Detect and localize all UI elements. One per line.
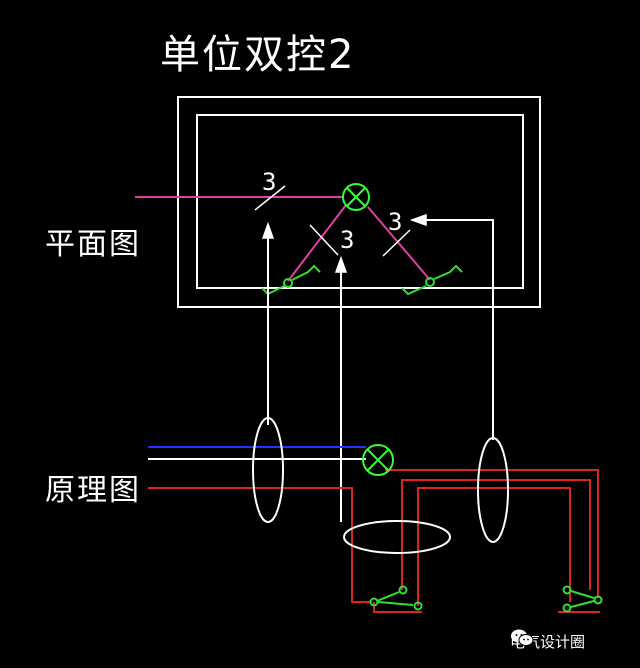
wire-count-3: 3 bbox=[388, 208, 402, 236]
arrow-head-left bbox=[261, 221, 275, 239]
leader-lines bbox=[267, 219, 494, 522]
cable-bundle-left bbox=[252, 417, 284, 523]
tick-mark-2 bbox=[309, 224, 339, 256]
traveller-wire-1 bbox=[401, 479, 591, 590]
wechat-icon bbox=[511, 629, 534, 646]
tick-mark-1 bbox=[254, 185, 286, 211]
arrow-head-middle bbox=[334, 255, 348, 273]
schematic-label: 原理图 bbox=[45, 473, 141, 508]
room-outer-wall bbox=[177, 96, 541, 308]
cable-bundle-markers bbox=[252, 417, 509, 554]
arrow-head-right bbox=[409, 213, 427, 227]
schematic-lamp-icon bbox=[362, 444, 394, 476]
wire-count-ticks bbox=[254, 185, 411, 257]
tick-mark-3 bbox=[382, 229, 411, 257]
cable-bundle-middle bbox=[343, 520, 451, 554]
wire-count-1: 3 bbox=[262, 168, 276, 196]
diagram-title: 单位双控2 bbox=[160, 32, 355, 78]
live-wire-feed bbox=[148, 487, 370, 603]
plan-wire-to-left-switch bbox=[287, 204, 347, 282]
plan-label: 平面图 bbox=[45, 227, 141, 262]
leader-line-right bbox=[426, 219, 494, 440]
plan-wire-to-right-switch bbox=[367, 206, 431, 281]
plan-lamp-icon bbox=[342, 183, 370, 211]
room-inner-wall bbox=[196, 114, 524, 289]
schematic-switch-left-icon bbox=[369, 585, 423, 611]
schematic-switch-right-icon bbox=[562, 585, 603, 613]
wire-count-2: 3 bbox=[340, 226, 354, 254]
room-outline bbox=[177, 96, 541, 308]
traveller-wire-2 bbox=[417, 487, 571, 606]
plan-switch-right-icon bbox=[401, 264, 463, 296]
watermark: 电气设计圈 bbox=[510, 628, 585, 654]
schematic-wiring bbox=[148, 446, 600, 613]
plan-wiring bbox=[135, 196, 431, 282]
lamp-return-wire bbox=[385, 469, 599, 598]
plan-switch-left-icon bbox=[261, 264, 321, 296]
cable-bundle-right bbox=[477, 437, 509, 543]
